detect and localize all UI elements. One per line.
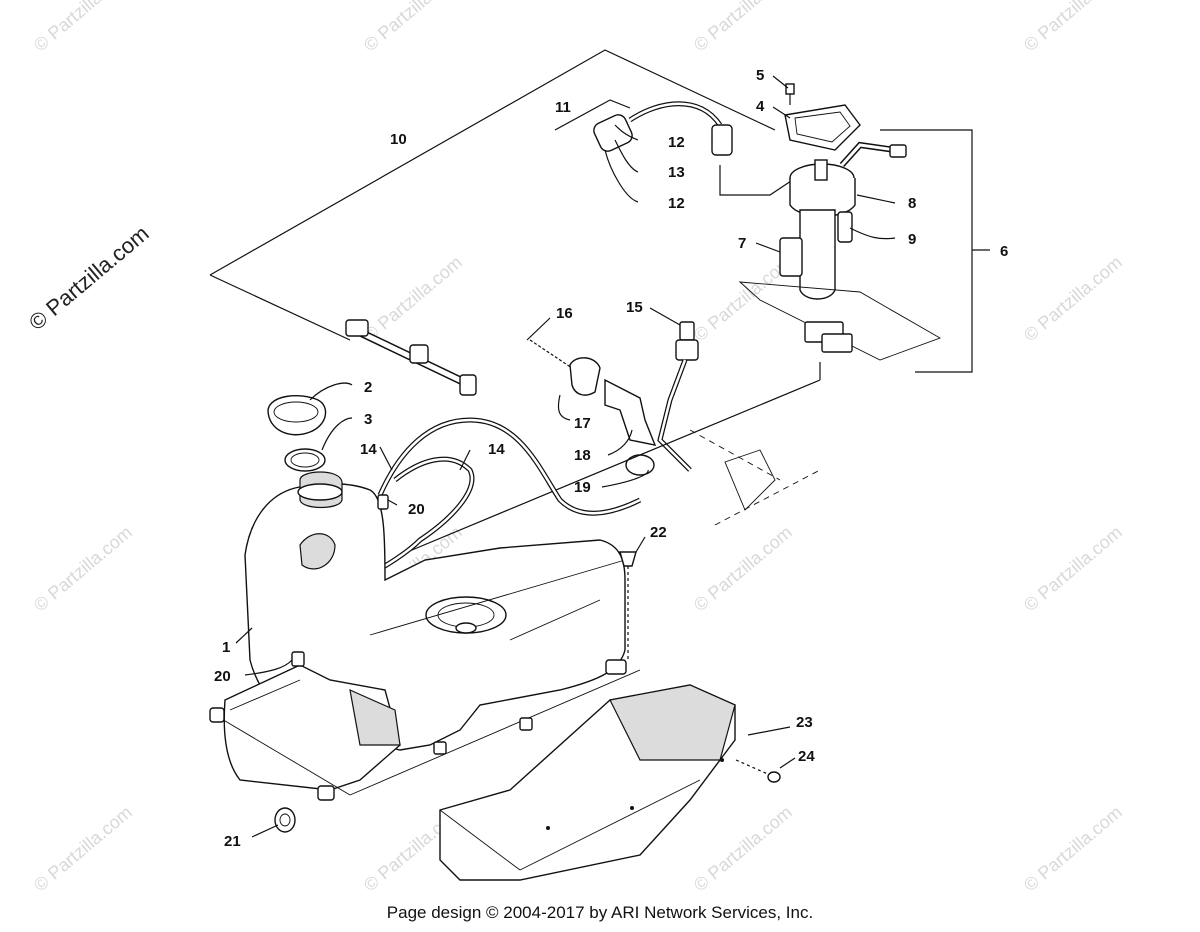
callout-2: 2 bbox=[364, 379, 372, 396]
callout-13: 13 bbox=[668, 164, 685, 181]
callout-16: 16 bbox=[556, 305, 573, 322]
callout-12b: 12 bbox=[668, 195, 685, 212]
callout-5: 5 bbox=[756, 67, 764, 84]
callout-9: 9 bbox=[908, 231, 916, 248]
callout-8: 8 bbox=[908, 195, 916, 212]
callout-18: 18 bbox=[574, 447, 591, 464]
callout-11: 11 bbox=[555, 99, 571, 116]
callout-17: 17 bbox=[574, 415, 591, 432]
callout-4: 4 bbox=[756, 98, 765, 115]
callout-23: 23 bbox=[796, 714, 813, 731]
callout-19: 19 bbox=[574, 479, 591, 496]
callout-22: 22 bbox=[650, 524, 667, 541]
footer-copyright: Page design © 2004-2017 by ARI Network S… bbox=[386, 903, 814, 922]
callout-7: 7 bbox=[738, 235, 746, 252]
callout-21: 21 bbox=[224, 833, 241, 850]
callout-3: 3 bbox=[364, 411, 372, 428]
callout-14a: 14 bbox=[360, 441, 377, 458]
callout-20a: 20 bbox=[408, 501, 425, 518]
callout-15: 15 bbox=[626, 299, 643, 316]
callout-24: 24 bbox=[798, 748, 815, 765]
callout-1: 1 bbox=[222, 639, 230, 656]
callout-12a: 12 bbox=[668, 134, 685, 151]
callout-6: 6 bbox=[1000, 243, 1008, 260]
callout-14b: 14 bbox=[488, 441, 505, 458]
callout-10: 10 bbox=[390, 131, 407, 148]
callout-20b: 20 bbox=[214, 668, 231, 685]
